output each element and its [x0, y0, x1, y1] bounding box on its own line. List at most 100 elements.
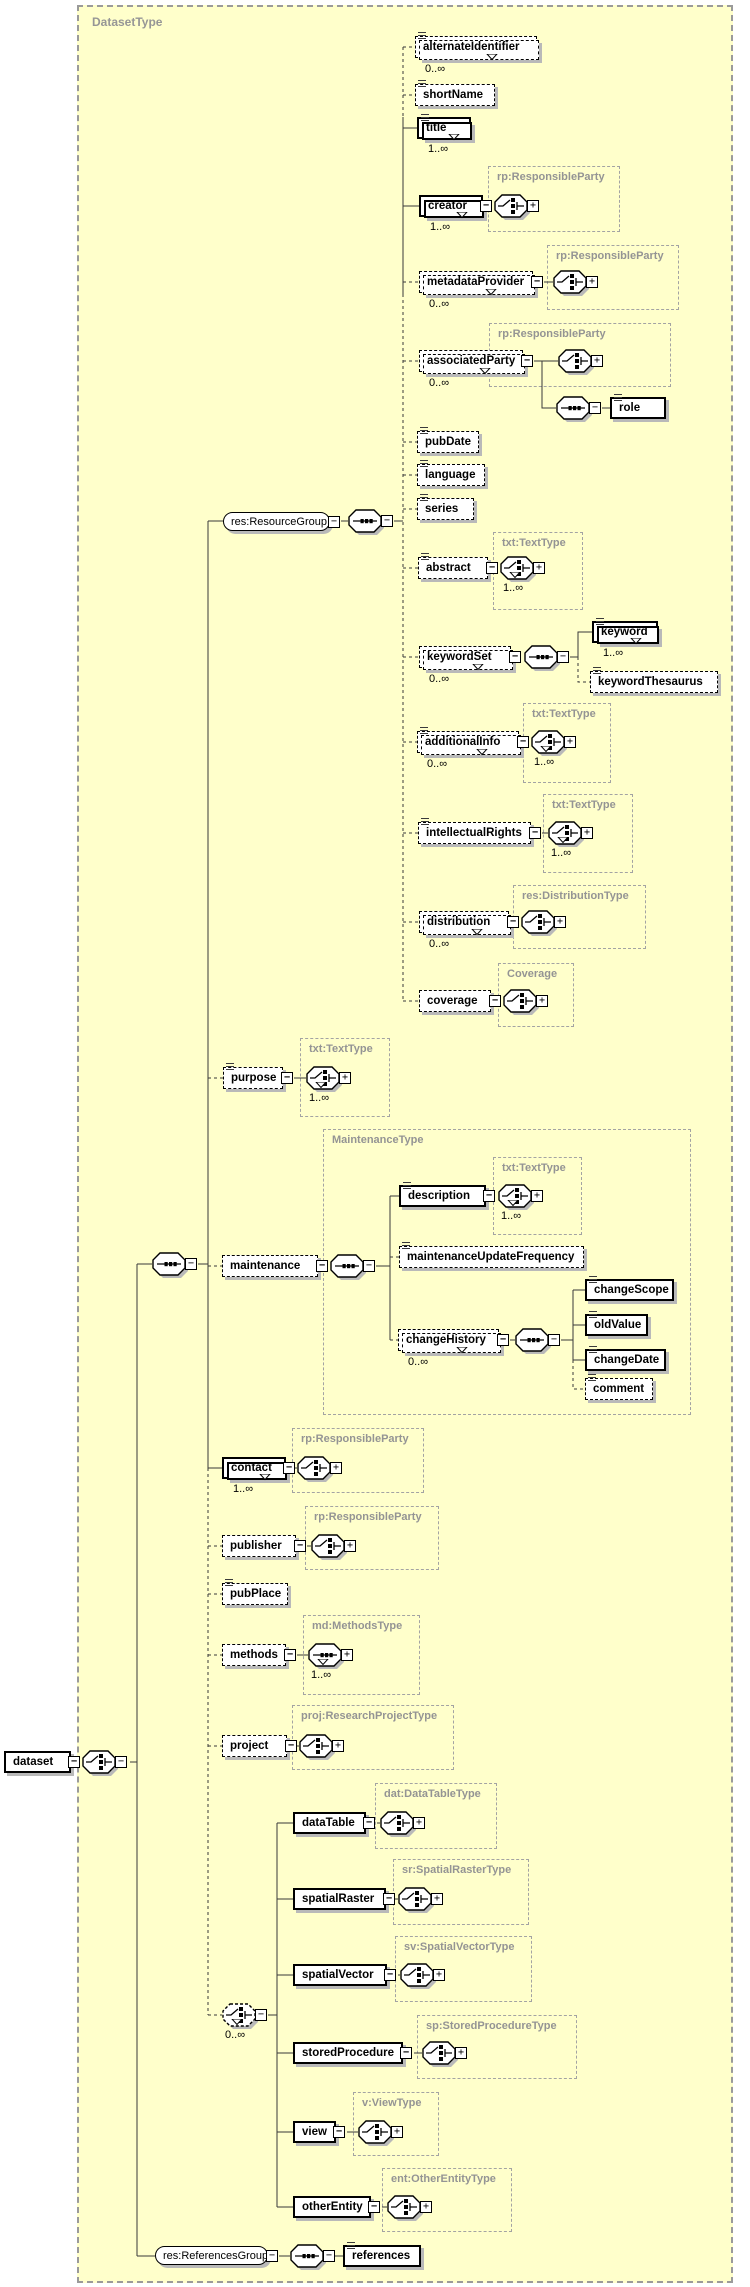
collapse-button[interactable]: −	[363, 1260, 375, 1272]
element-oldvalue[interactable]: oldValue	[585, 1311, 648, 1336]
element-creator[interactable]: creator−1..∞	[419, 195, 492, 233]
choice-compositor[interactable]: +	[400, 1963, 445, 1989]
choice-compositor[interactable]: −0..∞	[222, 2003, 267, 2041]
expand-button[interactable]: +	[391, 2126, 403, 2138]
expand-button[interactable]: +	[455, 2047, 467, 2059]
expand-button[interactable]: +	[431, 1893, 443, 1905]
element-maintenanceupdatefrequency[interactable]: maintenanceUpdateFrequency	[399, 1242, 584, 1268]
expand-button[interactable]: +	[420, 2201, 432, 2213]
collapse-button[interactable]: −	[489, 995, 501, 1007]
collapse-button[interactable]: −	[285, 1740, 297, 1752]
choice-compositor[interactable]: −	[82, 1750, 127, 1776]
expand-button[interactable]: +	[564, 736, 576, 748]
element-intellectualrights[interactable]: intellectualRights−	[418, 818, 541, 844]
sequence-compositor[interactable]: −	[330, 1254, 375, 1280]
choice-compositor[interactable]: +1..∞	[548, 821, 593, 859]
collapse-button[interactable]: −	[283, 1462, 295, 1474]
expand-button[interactable]: +	[341, 1649, 353, 1661]
collapse-button[interactable]: −	[281, 1072, 293, 1084]
element-description[interactable]: description−	[399, 1182, 495, 1207]
collapse-button[interactable]: −	[521, 355, 533, 367]
element-keywordset[interactable]: keywordSet−0..∞	[419, 646, 521, 685]
expand-button[interactable]: +	[344, 1540, 356, 1552]
collapse-button[interactable]: −	[400, 2047, 412, 2059]
element-pubplace[interactable]: pubPlace	[222, 1579, 288, 1605]
choice-compositor[interactable]: +1..∞	[500, 556, 545, 594]
choice-compositor[interactable]: +	[398, 1887, 443, 1913]
sequence-compositor[interactable]: −	[524, 645, 569, 671]
collapse-button[interactable]: −	[328, 515, 340, 528]
collapse-button[interactable]: −	[185, 1258, 197, 1270]
collapse-button[interactable]: −	[589, 402, 601, 414]
expand-button[interactable]: +	[332, 1740, 344, 1752]
choice-compositor[interactable]: +	[422, 2041, 467, 2067]
collapse-button[interactable]: −	[383, 1893, 395, 1905]
collapse-button[interactable]: −	[333, 2126, 345, 2138]
choice-compositor[interactable]: +	[503, 989, 548, 1015]
element-abstract[interactable]: abstract−	[418, 553, 498, 579]
collapse-button[interactable]: −	[548, 1334, 560, 1346]
collapse-button[interactable]: −	[368, 2201, 380, 2213]
expand-button[interactable]: +	[581, 827, 593, 839]
element-shortname[interactable]: shortName	[415, 80, 495, 106]
element-references[interactable]: references	[343, 2242, 421, 2267]
element-maintenance[interactable]: maintenance−	[222, 1255, 328, 1277]
element-comment[interactable]: comment	[585, 1374, 653, 1400]
collapse-button[interactable]: −	[323, 2250, 335, 2262]
collapse-button[interactable]: −	[363, 1817, 375, 1829]
expand-button[interactable]: +	[330, 1462, 342, 1474]
choice-compositor[interactable]: +	[553, 270, 598, 296]
expand-button[interactable]: +	[591, 355, 603, 367]
collapse-button[interactable]: −	[255, 2009, 267, 2021]
group-res-referencesgroup[interactable]: res:ReferencesGroup−	[155, 2246, 278, 2265]
collapse-button[interactable]: −	[497, 1334, 509, 1346]
collapse-button[interactable]: −	[509, 651, 521, 663]
expand-button[interactable]: +	[536, 995, 548, 1007]
element-additionalinfo[interactable]: additionalInfo−0..∞	[417, 727, 529, 770]
element-metadataprovider[interactable]: metadataProvider−0..∞	[419, 271, 543, 310]
choice-compositor[interactable]: +	[311, 1534, 356, 1560]
choice-compositor[interactable]: +	[380, 1811, 425, 1837]
choice-compositor[interactable]: +1..∞	[306, 1066, 351, 1104]
choice-compositor[interactable]: +	[521, 910, 566, 936]
collapse-button[interactable]: −	[115, 1756, 127, 1768]
element-coverage[interactable]: coverage−	[419, 990, 501, 1012]
collapse-button[interactable]: −	[557, 651, 569, 663]
element-view[interactable]: view−	[293, 2121, 345, 2143]
choice-compositor[interactable]: +	[358, 2120, 403, 2146]
collapse-button[interactable]: −	[483, 1190, 495, 1202]
element-contact[interactable]: contact−1..∞	[222, 1457, 295, 1495]
collapse-button[interactable]: −	[266, 2249, 278, 2262]
expand-button[interactable]: +	[413, 1817, 425, 1829]
sequence-compositor[interactable]: −	[515, 1328, 560, 1354]
element-dataset[interactable]: dataset−	[4, 1751, 80, 1773]
element-otherentity[interactable]: otherEntity−	[293, 2196, 380, 2218]
element-changedate[interactable]: changeDate	[585, 1346, 666, 1371]
choice-compositor[interactable]: +1..∞	[498, 1184, 543, 1222]
element-pubdate[interactable]: pubDate	[417, 427, 479, 453]
choice-compositor[interactable]: +	[494, 194, 539, 220]
sequence-compositor[interactable]: +1..∞	[308, 1643, 353, 1681]
collapse-button[interactable]: −	[480, 200, 492, 212]
sequence-compositor[interactable]: −	[152, 1252, 197, 1278]
expand-button[interactable]: +	[533, 562, 545, 574]
element-project[interactable]: project−	[222, 1735, 297, 1757]
collapse-button[interactable]: −	[529, 827, 541, 839]
collapse-button[interactable]: −	[507, 916, 519, 928]
element-methods[interactable]: methods−	[222, 1644, 296, 1666]
collapse-button[interactable]: −	[517, 736, 529, 748]
element-spatialraster[interactable]: spatialRaster−	[293, 1888, 395, 1910]
element-spatialvector[interactable]: spatialVector−	[293, 1964, 396, 1986]
choice-compositor[interactable]: +1..∞	[531, 730, 576, 768]
collapse-button[interactable]: −	[284, 1649, 296, 1661]
expand-button[interactable]: +	[586, 276, 598, 288]
expand-button[interactable]: +	[527, 200, 539, 212]
element-datatable[interactable]: dataTable−	[293, 1812, 375, 1834]
choice-compositor[interactable]: +	[558, 349, 603, 375]
element-language[interactable]: language	[417, 460, 485, 486]
expand-button[interactable]: +	[531, 1190, 543, 1202]
element-changescope[interactable]: changeScope	[585, 1276, 674, 1301]
group-res-resourcegroup[interactable]: res:ResourceGroup−	[223, 512, 340, 531]
choice-compositor[interactable]: +	[387, 2195, 432, 2221]
